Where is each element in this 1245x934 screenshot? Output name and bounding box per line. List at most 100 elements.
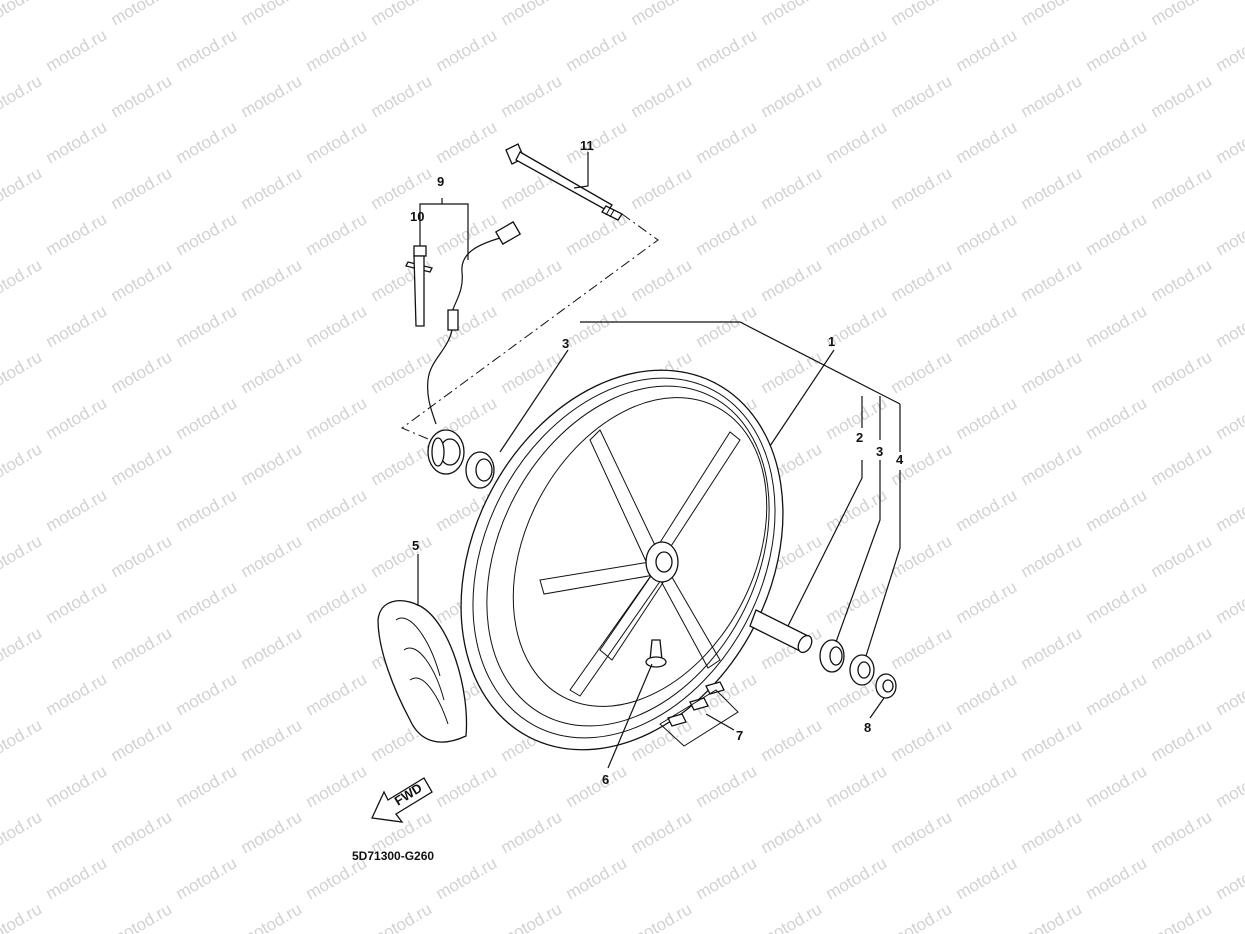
watermark-text: motod.ru — [43, 25, 111, 75]
wheel-rim — [460, 369, 784, 751]
watermark-text: motod.ru — [1213, 853, 1245, 903]
watermark-text: motod.ru — [953, 853, 1021, 903]
watermark-text: motod.ru — [823, 761, 891, 811]
watermark-text: motod.ru — [1213, 393, 1245, 443]
callout-8: 8 — [864, 720, 871, 735]
watermark-text: motod.ru — [1213, 25, 1245, 75]
watermark-text: motod.ru — [888, 807, 956, 857]
watermark-text: motod.ru — [1083, 669, 1151, 719]
watermark-text: motod.ru — [1083, 301, 1151, 351]
watermark-text: motod.ru — [303, 209, 371, 259]
watermark-text: motod.ru — [498, 0, 566, 29]
spacer-collar — [749, 609, 813, 654]
callout-labels: 11 9 10 3 1 2 3 4 5 6 7 8 — [410, 138, 904, 787]
callout-1: 1 — [828, 334, 835, 349]
watermark-text: motod.ru — [173, 669, 241, 719]
watermark-text: motod.ru — [238, 439, 306, 489]
watermark-text: motod.ru — [43, 577, 111, 627]
watermark-text: motod.ru — [693, 117, 761, 167]
watermark-text: motod.ru — [758, 715, 826, 765]
watermark-text: motod.ru — [888, 255, 956, 305]
watermark-text: motod.ru — [758, 163, 826, 213]
watermark-text: motod.ru — [693, 209, 761, 259]
watermark-text: motod.ru — [433, 761, 501, 811]
watermark-text: motod.ru — [1083, 117, 1151, 167]
tire — [377, 600, 468, 743]
watermark-text: motod.ru — [173, 761, 241, 811]
watermark-text: motod.ru — [1148, 623, 1216, 673]
watermark-text: motod.ru — [43, 393, 111, 443]
watermark-text: motod.ru — [173, 485, 241, 535]
watermark-text: motod.ru — [1018, 0, 1086, 29]
watermark-text: motod.ru — [953, 301, 1021, 351]
watermark-text: motod.ru — [368, 163, 436, 213]
watermark-text: motod.ru — [498, 347, 566, 397]
watermark-text: motod.ru — [433, 209, 501, 259]
watermark-text: motod.ru — [1018, 899, 1086, 934]
watermark-text: motod.ru — [758, 347, 826, 397]
watermark-text: motod.ru — [628, 71, 696, 121]
watermark-text: motod.ru — [1148, 255, 1216, 305]
watermark-text: motod.ru — [628, 899, 696, 934]
watermark-text: motod.ru — [108, 807, 176, 857]
watermark-text: motod.ru — [43, 485, 111, 535]
callout-5: 5 — [412, 538, 419, 553]
watermark-text: motod.ru — [368, 71, 436, 121]
watermark-text: motod.ru — [1083, 393, 1151, 443]
watermark-text: motod.ru — [108, 71, 176, 121]
watermark-text: motod.ru — [1213, 577, 1245, 627]
callout-10: 10 — [410, 209, 424, 224]
watermark-text: motod.ru — [628, 163, 696, 213]
watermark-text: motod.ru — [238, 715, 306, 765]
watermark-text: motod.ru — [888, 623, 956, 673]
watermark-text: motod.ru — [1018, 255, 1086, 305]
watermark-text: motod.ru — [108, 347, 176, 397]
watermark-text: motod.ru — [953, 209, 1021, 259]
callout-11: 11 — [580, 138, 594, 153]
watermark-text: motod.ru — [1148, 71, 1216, 121]
watermark-text: motod.ru — [953, 117, 1021, 167]
watermark-text: motod.ru — [563, 853, 631, 903]
watermark-text: motod.ru — [1213, 301, 1245, 351]
watermark-text: motod.ru — [498, 899, 566, 934]
watermark-text: motod.ru — [823, 853, 891, 903]
watermark-text: motod.ru — [238, 255, 306, 305]
watermark-text: motod.ru — [238, 531, 306, 581]
watermark-text: motod.ru — [1018, 347, 1086, 397]
watermark-text: motod.ru — [0, 71, 45, 121]
watermark-text: motod.ru — [368, 347, 436, 397]
speed-sensor — [427, 221, 522, 475]
watermark-text: motod.ru — [173, 393, 241, 443]
watermark-text: motod.ru — [758, 807, 826, 857]
left-bearing — [465, 451, 495, 489]
callout-9: 9 — [437, 174, 444, 189]
watermark-text: motod.ru — [823, 209, 891, 259]
watermark-text: motod.ru — [953, 669, 1021, 719]
watermark-text: motod.ru — [1213, 761, 1245, 811]
watermark-text: motod.ru — [888, 163, 956, 213]
watermark-text: motod.ru — [758, 255, 826, 305]
watermark-text: motod.ru — [1148, 899, 1216, 934]
callout-7: 7 — [736, 728, 743, 743]
watermark-text: motod.ru — [1018, 439, 1086, 489]
watermark-text: motod.ru — [368, 531, 436, 581]
watermark-text: motod.ru — [43, 853, 111, 903]
watermark-text: motod.ru — [303, 761, 371, 811]
watermark-text: motod.ru — [0, 899, 45, 934]
watermark-text: motod.ru — [1018, 531, 1086, 581]
oil-seal — [849, 654, 875, 686]
watermark-text: motod.ru — [1148, 807, 1216, 857]
watermark-text: motod.ru — [628, 807, 696, 857]
watermark-text: motod.ru — [888, 715, 956, 765]
watermark-text: motod.ru — [1018, 807, 1086, 857]
watermark-text: motod.ru — [108, 163, 176, 213]
watermark-text: motod.ru — [303, 393, 371, 443]
watermark-text: motod.ru — [433, 117, 501, 167]
watermark-text: motod.ru — [1083, 485, 1151, 535]
watermark-text: motod.ru — [43, 117, 111, 167]
right-bearing — [819, 639, 845, 673]
watermark-text: motod.ru — [0, 439, 45, 489]
watermark-text: motod.ru — [303, 669, 371, 719]
watermark-text: motod.ru — [238, 347, 306, 397]
callout-3-left: 3 — [562, 336, 569, 351]
